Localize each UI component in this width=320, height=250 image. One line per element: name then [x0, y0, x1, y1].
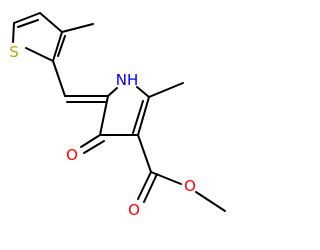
atom-ketone-oxygen: O	[66, 146, 78, 164]
atom-ester-ether-oxygen: O	[184, 177, 196, 195]
bond-ether-o-methyl	[195, 191, 226, 212]
bond-c2-c3-double-inner	[132, 100, 144, 134]
bond-thiophene-methyl	[61, 23, 94, 33]
bond-ring-methyl	[148, 82, 184, 98]
molecule-structure: S NH O O O	[9, 12, 226, 219]
bond-c2-c3	[52, 31, 63, 62]
bond-c2-c3-inner	[57, 35, 66, 57]
bond-c3-ester-carbon	[137, 134, 152, 173]
bond-c4-c5-inner	[17, 19, 39, 28]
bond-c2-c3-double	[137, 96, 150, 136]
bond-ester-carbonyl-double	[137, 171, 152, 200]
bond-ketone-double-inner	[83, 140, 105, 154]
atom-ester-carbonyl-oxygen: O	[128, 201, 140, 219]
pyrrolinone-ring	[99, 86, 150, 136]
bond-ester-carbon-ether-o	[150, 171, 182, 185]
bond-c5-s	[12, 22, 15, 43]
bond-c4-c5	[13, 12, 41, 24]
bond-ester-carbonyl-double-inner	[143, 173, 158, 203]
bond-ketone-double	[80, 134, 101, 148]
bond-c5-n1	[107, 87, 118, 97]
bond-thiophene-methine	[52, 60, 66, 97]
bond-n1-c2	[136, 86, 150, 98]
bond-s-c2	[25, 47, 54, 62]
thiophene-ring	[12, 12, 66, 62]
atom-sulfur: S	[9, 43, 19, 61]
bond-c4-c5	[99, 95, 109, 136]
bond-c3-c4	[39, 12, 63, 33]
atom-pyrrole-nitrogen: NH	[116, 71, 139, 89]
